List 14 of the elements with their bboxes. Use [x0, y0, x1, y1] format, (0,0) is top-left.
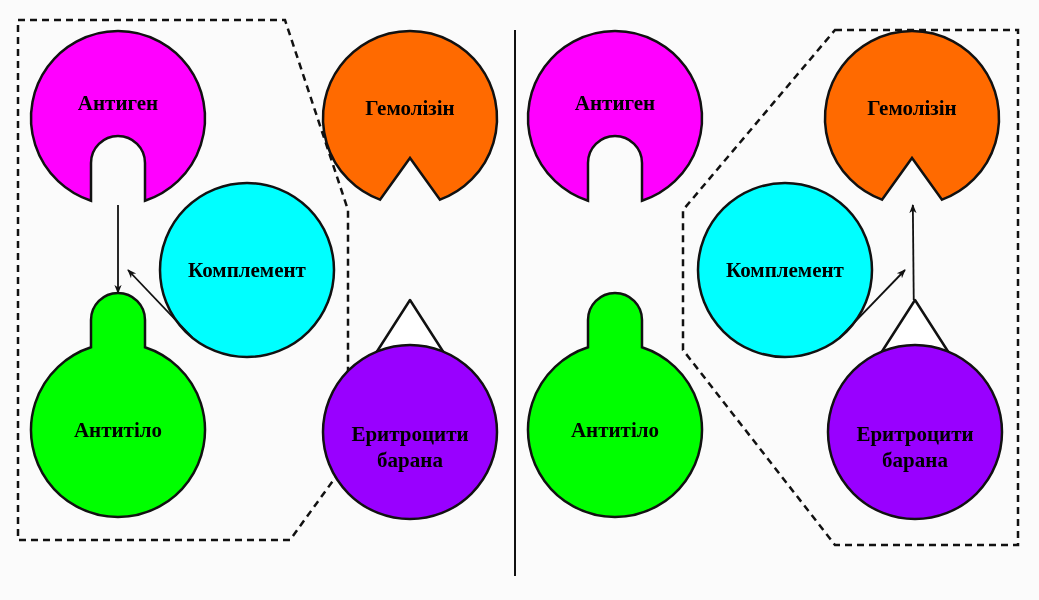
node-label: Комплемент — [187, 256, 307, 284]
arrow — [127, 269, 194, 339]
node-label: Гемолізін — [364, 94, 456, 122]
node-label: Еритроцити барана — [855, 420, 975, 474]
node-label: Антитіло — [72, 416, 164, 444]
node-label: Антитіло — [569, 416, 661, 444]
node-label: Антиген — [76, 89, 160, 117]
arrow — [909, 204, 917, 301]
node-label: Антиген — [573, 89, 657, 117]
node-label: Еритроцити барана — [350, 420, 470, 474]
arrow — [838, 269, 906, 339]
node-label: Гемолізін — [866, 94, 958, 122]
arrow — [114, 204, 122, 294]
node-label: Комплемент — [725, 256, 845, 284]
